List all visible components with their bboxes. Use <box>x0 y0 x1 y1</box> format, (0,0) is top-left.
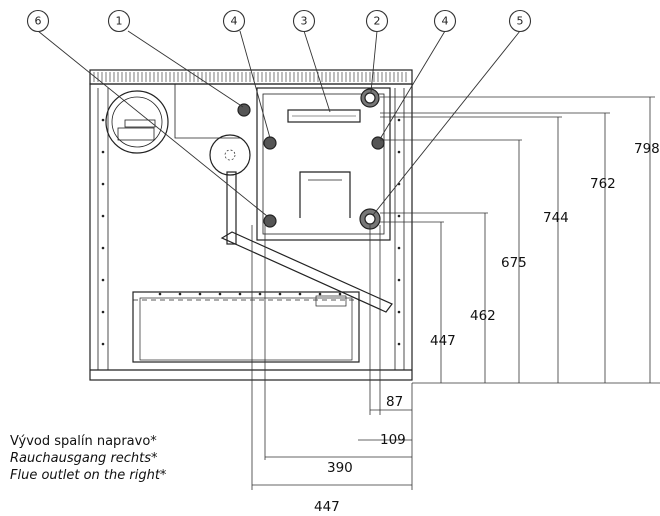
caption: Vývod spalín napravo* Rauchausgang recht… <box>10 433 166 484</box>
callout-1: 1 <box>107 9 131 33</box>
callout-4a: 4 <box>222 9 246 33</box>
rivet <box>397 118 401 122</box>
vertical-dimensions <box>380 96 660 384</box>
svg-text:5: 5 <box>517 15 524 28</box>
callout-3: 3 <box>292 9 316 33</box>
rivet <box>158 292 162 296</box>
rivet <box>101 118 105 122</box>
rivet <box>178 292 182 296</box>
svg-text:6: 6 <box>35 15 42 28</box>
svg-text:1: 1 <box>116 15 123 28</box>
rivet <box>218 292 222 296</box>
rivet <box>338 292 342 296</box>
caption-en: Flue outlet on the right* <box>10 468 167 483</box>
dim-447h: 447 <box>314 499 340 515</box>
dim-744: 744 <box>543 210 569 226</box>
rivet <box>397 150 401 154</box>
rivet <box>238 292 242 296</box>
svg-text:3: 3 <box>301 15 308 28</box>
caption-cz: Vývod spalín napravo* <box>10 434 157 449</box>
rivet <box>101 150 105 154</box>
callout-6: 6 <box>26 9 50 33</box>
stove-body <box>89 69 413 381</box>
rivet <box>278 292 282 296</box>
dim-675: 675 <box>501 255 527 271</box>
rivet <box>397 214 401 218</box>
rivet <box>101 246 105 250</box>
caption-de: Rauchausgang rechts* <box>10 451 158 466</box>
callout-leaders <box>37 30 521 217</box>
rivet <box>397 246 401 250</box>
dimension-labels: 798 762 744 675 462 447 87 109 390 447 <box>314 141 660 515</box>
rivet <box>101 214 105 218</box>
svg-text:4: 4 <box>231 15 238 28</box>
dim-798: 798 <box>634 141 660 157</box>
horizontal-dimensions <box>251 225 413 490</box>
rivet <box>397 310 401 314</box>
rivet <box>298 292 302 296</box>
rivet <box>198 292 202 296</box>
rivet <box>101 182 105 186</box>
dim-762: 762 <box>590 176 616 192</box>
rivet <box>258 292 262 296</box>
svg-text:2: 2 <box>374 15 381 28</box>
rivet <box>397 278 401 282</box>
dim-462: 462 <box>470 308 496 324</box>
rivet <box>397 342 401 346</box>
callout-2: 2 <box>365 9 389 33</box>
callout-5: 5 <box>508 9 532 33</box>
rivet <box>101 310 105 314</box>
dim-447v: 447 <box>430 333 456 349</box>
callout-4b: 4 <box>433 9 457 33</box>
dim-109: 109 <box>380 432 406 448</box>
rivet <box>101 342 105 346</box>
dim-87: 87 <box>386 394 403 410</box>
rivet <box>318 292 322 296</box>
rivet <box>101 278 105 282</box>
svg-text:4: 4 <box>442 15 449 28</box>
callout-group: 6 1 4 3 2 4 5 <box>26 9 532 33</box>
dim-390: 390 <box>327 460 353 476</box>
